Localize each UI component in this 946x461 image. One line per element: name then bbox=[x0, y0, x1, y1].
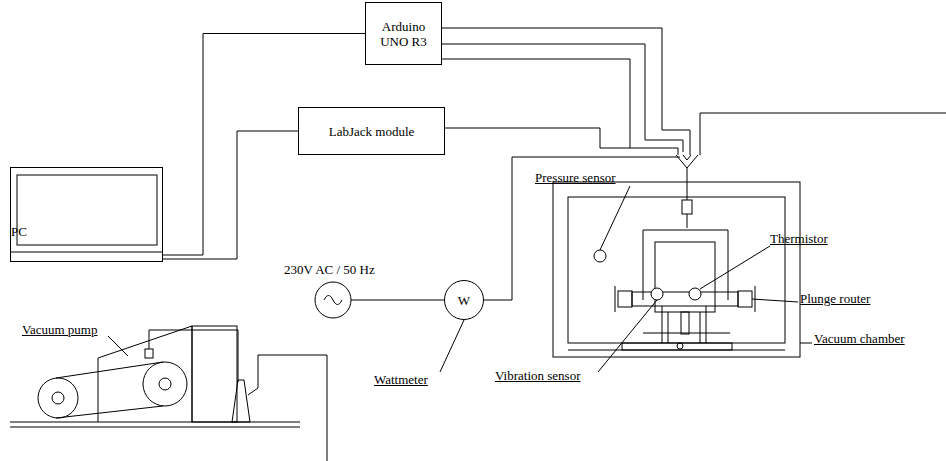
post bbox=[668, 312, 669, 343]
vibration-sensor bbox=[651, 288, 663, 300]
signal-wire bbox=[163, 131, 298, 259]
callout-label: Plunge router bbox=[800, 291, 870, 306]
leader-line bbox=[598, 300, 657, 372]
feedthrough bbox=[682, 200, 692, 214]
router-body bbox=[655, 242, 715, 312]
leader-line bbox=[800, 343, 812, 344]
post bbox=[662, 306, 663, 343]
process-box: Arduino UNO R3 bbox=[365, 2, 442, 65]
wire bbox=[484, 157, 680, 300]
vacuum-chamber-inner bbox=[568, 197, 785, 343]
wire bbox=[351, 300, 444, 301]
wire bbox=[445, 128, 630, 148]
belt bbox=[56, 406, 163, 418]
depth-bar bbox=[643, 333, 730, 334]
pressure-sensor bbox=[594, 250, 606, 262]
motor bbox=[38, 378, 78, 418]
post bbox=[700, 312, 701, 343]
collet bbox=[681, 312, 689, 334]
router-handle-bar bbox=[632, 292, 738, 306]
callout-label: Thermistor bbox=[770, 231, 828, 246]
ac-source bbox=[315, 282, 351, 318]
pc-screen bbox=[17, 175, 157, 245]
pump-housing bbox=[192, 326, 237, 422]
leader-line bbox=[108, 336, 128, 356]
vacuum-chamber-outer bbox=[553, 182, 800, 357]
sine-symbol bbox=[324, 296, 342, 305]
wire bbox=[442, 28, 662, 130]
hose bbox=[149, 330, 238, 382]
belt bbox=[56, 362, 163, 378]
node-text: PC bbox=[11, 224, 27, 239]
callout-label: Pressure sensor bbox=[535, 170, 616, 185]
callout-label: Vibration sensor bbox=[495, 368, 581, 383]
leader-line bbox=[440, 320, 464, 372]
wire bbox=[700, 113, 946, 155]
pump-hub bbox=[159, 378, 171, 390]
handle-left bbox=[618, 291, 632, 307]
cable bbox=[687, 214, 688, 228]
leader-line bbox=[700, 246, 770, 289]
callout-label: Vacuum chamber bbox=[814, 331, 905, 346]
thermistor bbox=[689, 288, 701, 300]
supply-label: 230V AC / 50 Hz bbox=[284, 262, 375, 277]
flask bbox=[232, 380, 250, 422]
hose bbox=[248, 355, 327, 461]
pc-bezel bbox=[10, 252, 163, 253]
wire bbox=[662, 130, 690, 155]
node-text: W bbox=[458, 293, 470, 308]
pump-port bbox=[145, 349, 153, 358]
motor-pulley bbox=[52, 392, 64, 404]
bit bbox=[677, 343, 683, 349]
wire bbox=[442, 44, 683, 152]
callout-label: Wattmeter bbox=[374, 372, 428, 387]
wire bbox=[442, 59, 678, 155]
post bbox=[706, 306, 707, 343]
y-connector bbox=[676, 155, 698, 200]
pump-base bbox=[10, 427, 300, 428]
leader-line bbox=[600, 186, 630, 250]
computer-monitor: PC bbox=[10, 167, 163, 262]
pump-base bbox=[10, 422, 300, 423]
process-box: LabJack module bbox=[298, 107, 445, 155]
node-text: LabJack module bbox=[329, 124, 415, 139]
node-text: Arduino UNO R3 bbox=[373, 19, 435, 49]
router-base bbox=[622, 343, 732, 350]
leader-line bbox=[752, 299, 798, 302]
wattmeter-circle: W bbox=[444, 280, 484, 320]
handle-left-knob bbox=[615, 286, 616, 312]
handle-right bbox=[738, 291, 752, 307]
callout-label: Vacuum pump bbox=[22, 322, 97, 337]
pump-wheel bbox=[143, 362, 187, 406]
